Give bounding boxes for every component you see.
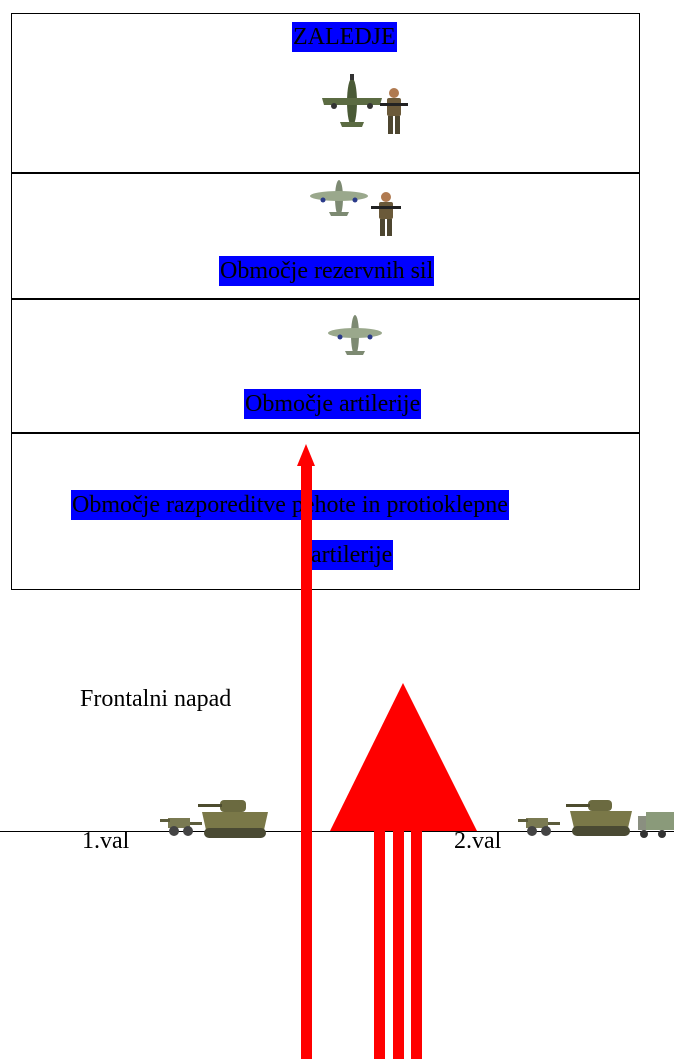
- attack-arrow-large: [330, 683, 477, 1059]
- tank-icon: [566, 800, 632, 836]
- zone-rear-label: ZALEDJE: [292, 22, 397, 52]
- fighter-plane-icon: [322, 74, 382, 127]
- anti-tank-gun-icon: [518, 818, 560, 836]
- wave1-label: 1.val: [82, 828, 130, 854]
- zone-reserve: Območje rezervnih sil: [11, 173, 640, 299]
- zone-artillery: Območje artilerije: [11, 299, 640, 433]
- fighter-plane-icon: [328, 315, 382, 355]
- zone-infantry-label-line2: artilerije: [310, 540, 394, 570]
- zone-infantry-label-line1: Območje razporeditve pehote in protiokle…: [71, 490, 509, 520]
- zone-reserve-label: Območje rezervnih sil: [219, 256, 435, 286]
- tank-icon: [198, 800, 268, 838]
- ground-line: [0, 831, 674, 832]
- zone-artillery-label: Območje artilerije: [244, 389, 422, 419]
- wave2-label: 2.val: [454, 828, 502, 854]
- fighter-plane-icon: [310, 180, 368, 216]
- attack-title: Frontalni napad: [80, 686, 232, 712]
- anti-tank-gun-icon: [160, 818, 202, 836]
- zone-infantry: Območje razporeditve pehote in protiokle…: [11, 433, 640, 590]
- soldier-icon: [380, 88, 408, 134]
- truck-icon: [638, 812, 674, 838]
- soldier-icon: [371, 192, 401, 236]
- zone-rear: ZALEDJE: [11, 13, 640, 173]
- attack-arrow-long: [297, 444, 315, 1059]
